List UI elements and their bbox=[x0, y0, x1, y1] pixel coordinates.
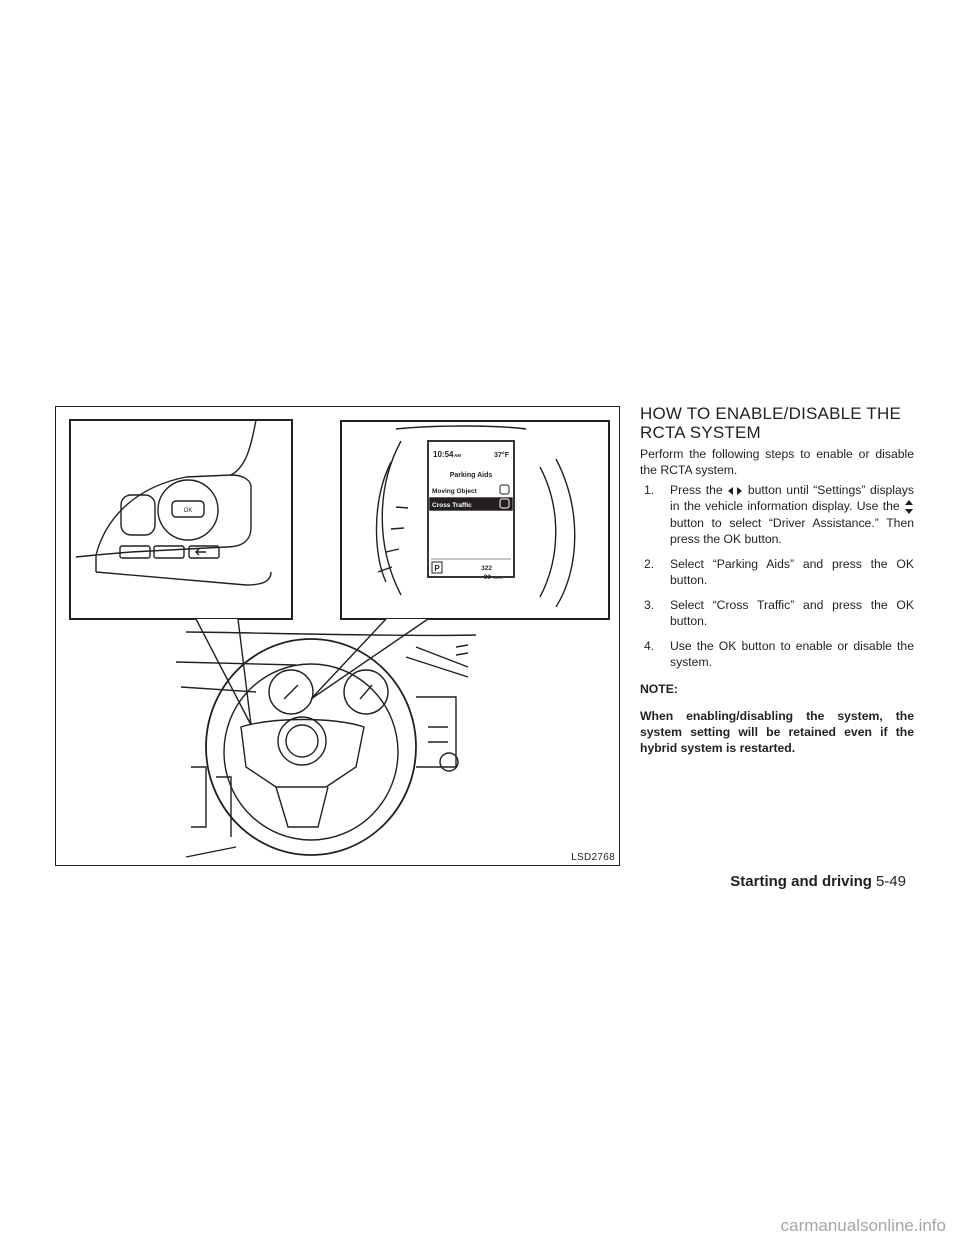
display-odometer: 99 bbox=[484, 574, 492, 581]
selected-row bbox=[429, 497, 513, 511]
display-temp: 37°F bbox=[494, 451, 510, 459]
step-3: 3. Select “Cross Traffic” and press the … bbox=[640, 597, 914, 629]
display-menu-item-moving-object: Moving Object bbox=[432, 488, 478, 495]
note-label: NOTE: bbox=[640, 681, 678, 696]
left-right-arrow-icon bbox=[728, 486, 743, 495]
step-1: 1. Press the button until “Settings” dis… bbox=[640, 482, 914, 547]
display-time: 10:54 bbox=[433, 450, 454, 459]
ok-button bbox=[171, 500, 205, 518]
display-menu-item-cross-traffic: Cross Traffic bbox=[432, 502, 472, 509]
ok-button-label: OK bbox=[184, 508, 193, 514]
info-display bbox=[427, 440, 515, 578]
display-odometer-unit: miles bbox=[493, 575, 502, 580]
next-track-button bbox=[153, 545, 185, 559]
step-2-text: Select “Parking Aids” and press the OK b… bbox=[670, 556, 914, 587]
figure-drawing: 10:54 AM 37°F Parking Aids Moving Object… bbox=[69, 419, 610, 858]
intro-text: Perform the following steps to enable or… bbox=[640, 447, 914, 477]
step-number: 4. bbox=[644, 638, 655, 653]
section-heading: HOW TO ENABLE/DISABLE THE RCTA SYSTEM bbox=[640, 404, 902, 442]
display-ampm: AM bbox=[454, 453, 461, 458]
display-gear: P bbox=[434, 564, 440, 573]
prev-track-button bbox=[119, 545, 151, 559]
switch-panel bbox=[95, 474, 252, 556]
step-number: 3. bbox=[644, 597, 655, 612]
step-2: 2. Select “Parking Aids” and press the O… bbox=[640, 556, 914, 588]
figure-code: LSD2768 bbox=[571, 852, 615, 863]
watermark: carmanualsonline.info bbox=[780, 1216, 946, 1235]
section-content: HOW TO ENABLE/DISABLE THE RCTA SYSTEM Pe… bbox=[640, 404, 914, 756]
step-4: 4. Use the OK button to enable or disabl… bbox=[640, 638, 914, 670]
meter-inset-frame bbox=[340, 420, 610, 620]
step-number: 1. bbox=[644, 483, 655, 497]
footer-page-number: 5-49 bbox=[875, 873, 906, 890]
display-range: 322 bbox=[481, 565, 492, 572]
step-1-middle-text: button until “Settings” displays in the … bbox=[670, 483, 914, 513]
step-number: 2. bbox=[644, 556, 655, 571]
back-button bbox=[188, 545, 220, 559]
switch-inset-frame bbox=[69, 419, 293, 620]
volume-button bbox=[120, 494, 156, 536]
note-text: When enabling/disabling the system, the … bbox=[640, 708, 914, 755]
step-3-text: Select “Cross Traffic” and press the OK … bbox=[670, 597, 914, 628]
dpad bbox=[157, 479, 219, 541]
figure-illustration: 10:54 AM 37°F Parking Aids Moving Object… bbox=[55, 406, 620, 866]
step-1-end-text: button to select “Driver Assistance.” Th… bbox=[670, 515, 914, 546]
step-4-text: Use the OK button to enable or disable t… bbox=[670, 638, 914, 669]
display-menu-title: Parking Aids bbox=[450, 472, 493, 479]
step-1-press-text: Press the bbox=[670, 483, 723, 497]
steering-wheel bbox=[205, 638, 417, 856]
steps-list: 1. Press the button until “Settings” dis… bbox=[640, 482, 914, 670]
footer-section-title: Starting and driving bbox=[730, 873, 872, 890]
up-down-arrow-icon bbox=[904, 499, 913, 514]
